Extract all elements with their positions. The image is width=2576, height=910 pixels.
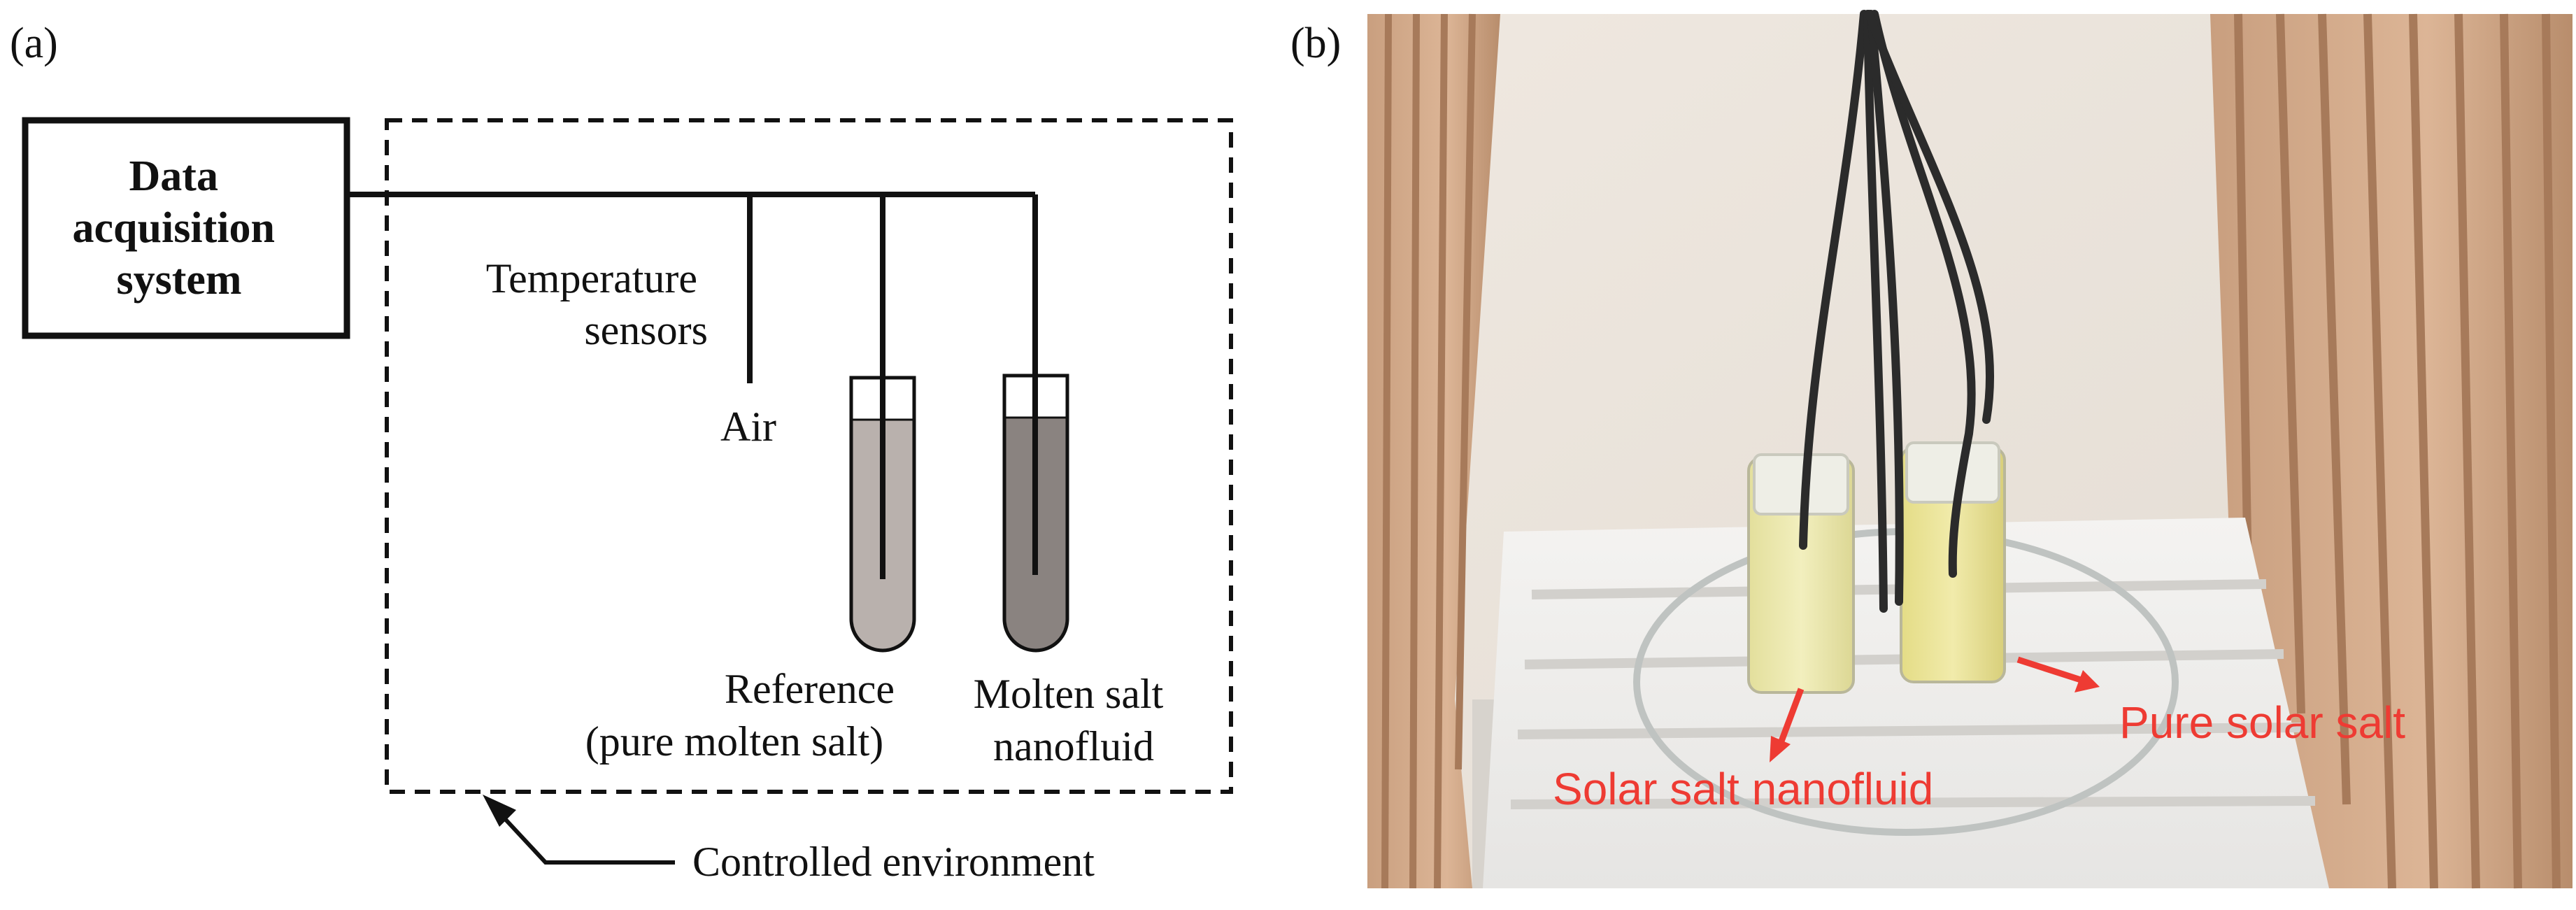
controlled-environment-label: Controlled environment (692, 839, 1095, 885)
reference-label-line-2: (pure molten salt) (585, 718, 884, 765)
panel-a: (a) Data acquisition system Tempe (10, 20, 1233, 885)
panel-a-label: (a) (10, 20, 58, 67)
panel-b-label: (b) (1290, 20, 1341, 67)
nanofluid-tube-outline (1002, 374, 1069, 653)
annotation-pure-solar-salt: Pure solar salt (2119, 697, 2405, 748)
daq-label-line-1: Data (129, 152, 218, 200)
sensor-cables (1799, 10, 1995, 613)
nanofluid-label-line-1: Molten salt (974, 671, 1164, 717)
nanofluid-label: Molten salt nanofluid (974, 671, 1174, 769)
daq-box-label: Data acquisition system (73, 152, 286, 304)
temperature-sensors-label: Temperature sensors (486, 255, 708, 353)
vial-nanofluid (1747, 453, 1855, 694)
annotation-solar-salt-nanofluid: Solar salt nanofluid (1553, 764, 1933, 814)
reference-label-line-1: Reference (725, 666, 895, 712)
daq-label-line-3: system (116, 256, 241, 304)
controlled-environment-boundary (385, 118, 1233, 794)
sensors-label-line-1: Temperature (486, 255, 697, 301)
controlled-environment-arrow (483, 795, 675, 865)
sensors-label-line-2: sensors (584, 307, 708, 353)
daq-label-line-2: acquisition (73, 204, 275, 252)
panel-b: (b) (1290, 10, 2573, 889)
daq-box (22, 117, 350, 339)
reference-tube-outline (849, 376, 916, 653)
right-louvre-panel (2210, 13, 2573, 889)
air-label: Air (720, 404, 776, 450)
apparatus-photo (1367, 10, 2573, 889)
annotation-arrows (1770, 656, 2100, 762)
reference-label: Reference (pure molten salt) (585, 666, 905, 765)
nanofluid-label-line-2: nanofluid (993, 723, 1154, 769)
